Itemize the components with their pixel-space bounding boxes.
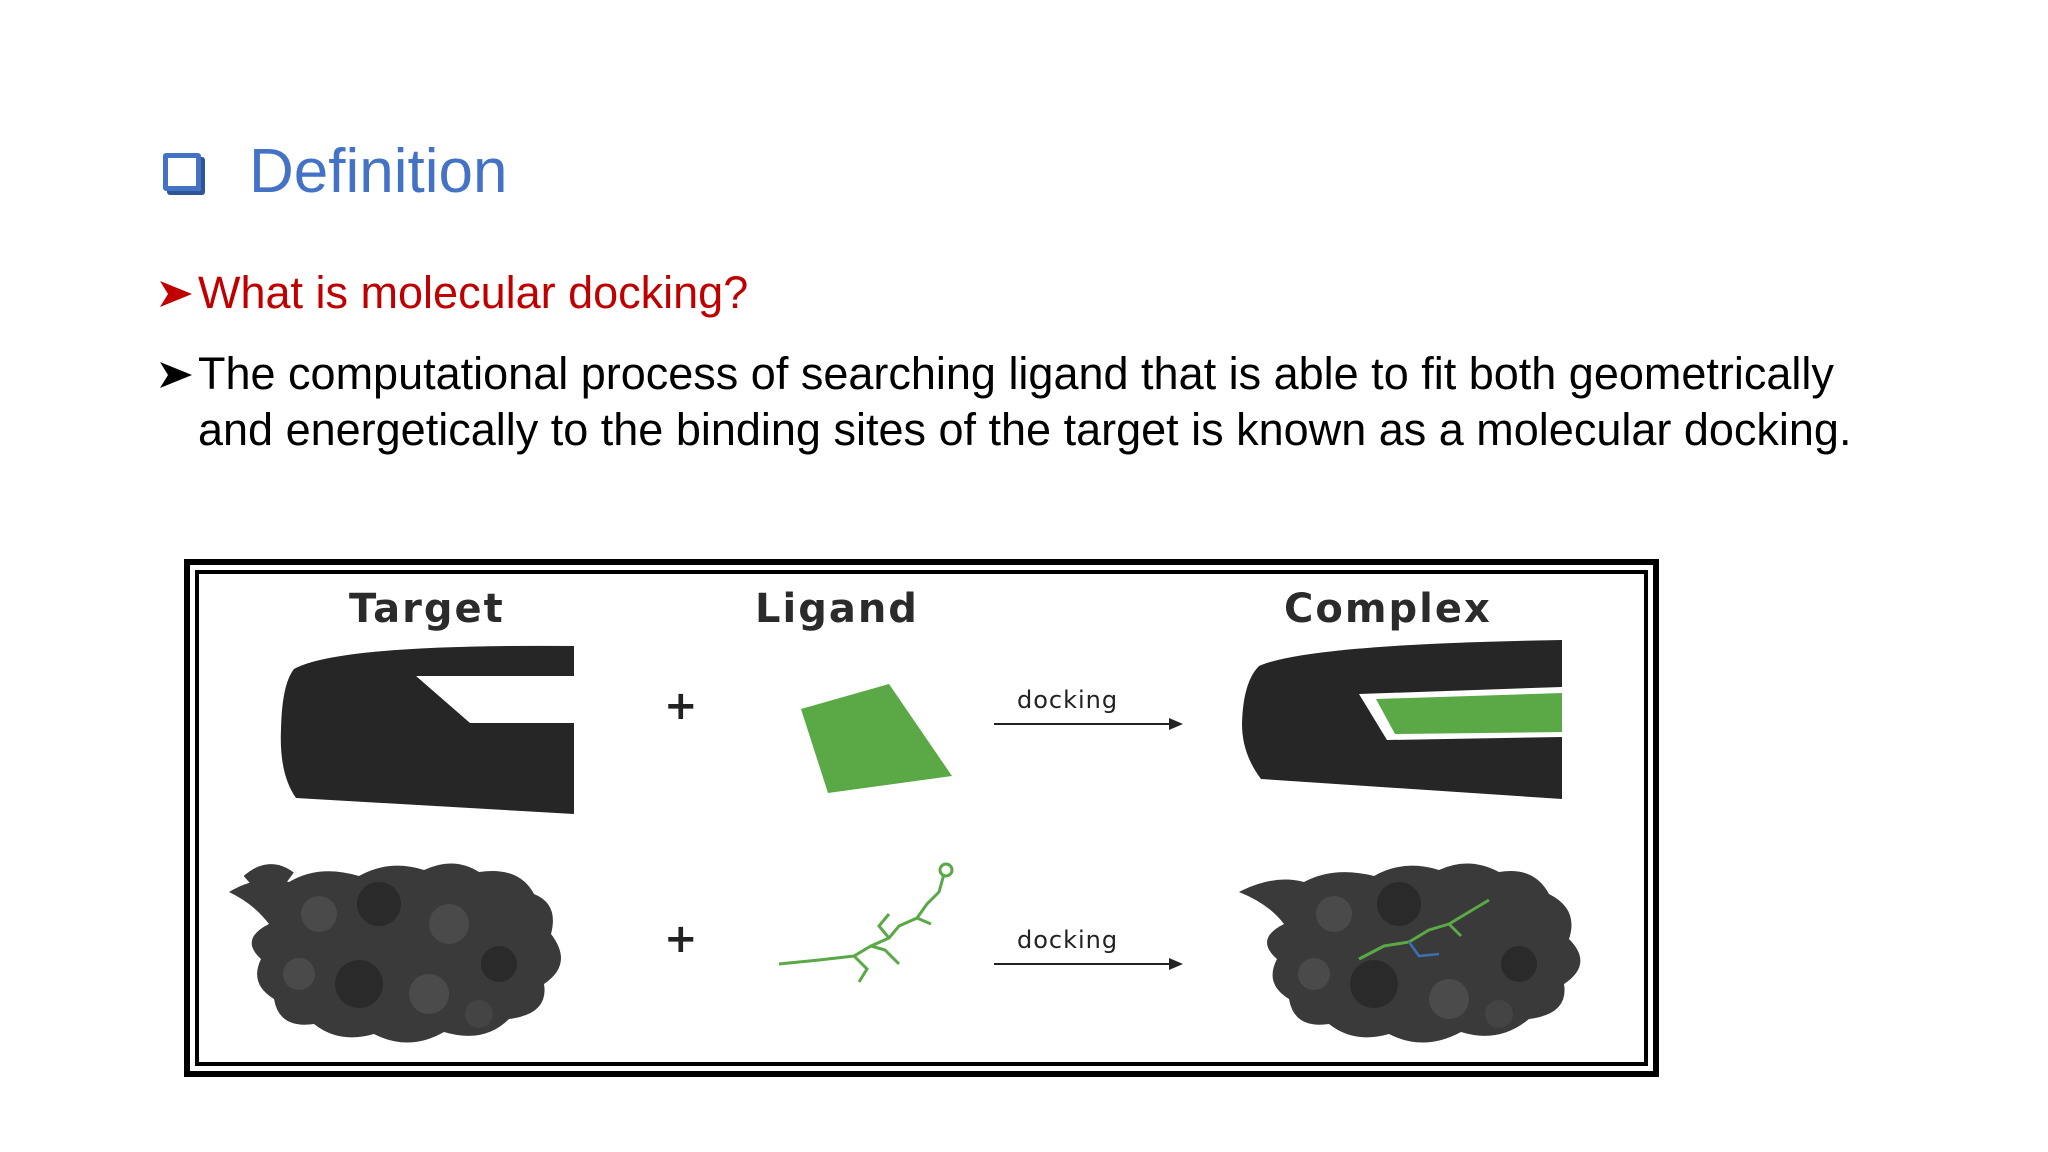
figure-canvas: Target Ligand Complex docking docking + … — [199, 574, 1644, 1062]
docking-arrow — [994, 718, 1183, 730]
slide-title: Definition — [249, 137, 508, 206]
docking-figure: Target Ligand Complex docking docking + … — [184, 559, 1659, 1077]
plus-sign: + — [664, 916, 698, 962]
arrow-bullet-icon — [158, 265, 198, 321]
bullet-question: What is molecular docking? — [158, 265, 748, 321]
label-complex: Complex — [1284, 586, 1492, 632]
arrow-bullet-icon — [158, 346, 198, 458]
docking-arrow — [994, 958, 1183, 970]
bullet-text: The computational process of searching l… — [198, 348, 1852, 455]
slide-heading: Definition — [163, 132, 507, 212]
complex-protein-surface — [1239, 863, 1581, 1043]
ligand-shape — [801, 684, 952, 793]
label-target: Target — [349, 586, 505, 632]
docking-label: docking — [1017, 686, 1119, 714]
checkbox-square-icon — [163, 153, 201, 191]
target-shape — [280, 645, 574, 814]
ligand-molecule — [778, 862, 954, 983]
protein-surface — [229, 863, 561, 1043]
plus-sign: + — [664, 683, 698, 729]
bullet-definition: The computational process of searching l… — [158, 346, 1858, 458]
label-ligand: Ligand — [755, 586, 919, 632]
bullet-text: What is molecular docking? — [198, 267, 749, 318]
docking-label: docking — [1017, 926, 1119, 954]
